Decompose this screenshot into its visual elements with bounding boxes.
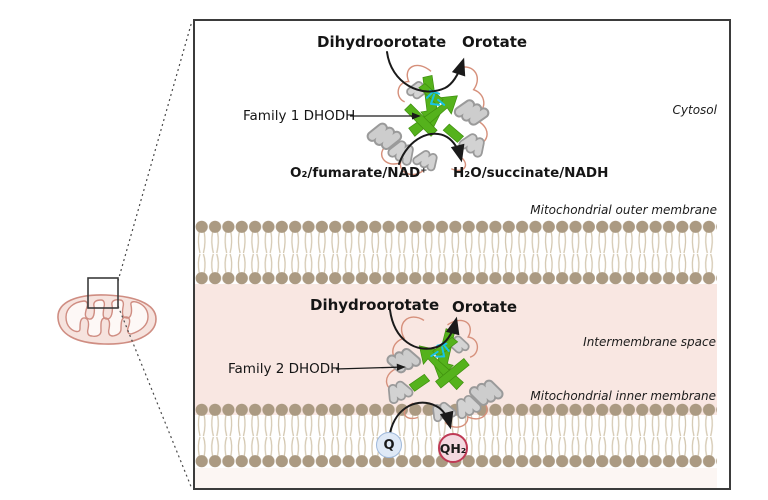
arrow-family1-cofactor — [398, 132, 465, 165]
family2-protein-label: Family 2 DHODH — [228, 361, 341, 377]
family1-protein-label: Family 1 DHODH — [243, 108, 356, 124]
family2-substrate-label: Dihydroorotate — [310, 296, 440, 314]
outer-membrane-label: Mitochondrial outer membrane — [530, 203, 717, 217]
quinol-badge: QH₂ — [438, 433, 468, 463]
quinone-label: Q — [383, 437, 395, 453]
intermembrane-space-label: Intermembrane space — [583, 335, 716, 349]
quinone-badge: Q — [376, 432, 402, 458]
zoom-connector-top — [117, 20, 193, 282]
family1-substrate-label: Dihydroorotate — [317, 33, 447, 51]
family1-cofactors-in-label: O₂/fumarate/NAD⁺ — [290, 165, 428, 181]
quinol-label: QH₂ — [439, 440, 467, 456]
mitochondrion-icon — [57, 294, 157, 345]
cytosol-label: Cytosol — [672, 103, 717, 117]
zoom-connector-bottom — [117, 305, 193, 490]
inner-membrane-label: Mitochondrial inner membrane — [530, 389, 716, 403]
zoom-region-box-icon — [87, 277, 119, 309]
zoom-panel: Dihydroorotate Orotate Family 1 DHODH O₂… — [193, 19, 731, 490]
protein-structure-family1 — [366, 64, 490, 176]
family2-product-label: Orotate — [452, 298, 518, 316]
arrow-family1-reaction — [386, 51, 466, 93]
outer-membrane-bilayer — [195, 220, 717, 285]
family1-cofactors-out-label: H₂O/succinate/NADH — [453, 165, 609, 181]
matrix-region — [195, 468, 717, 488]
family1-product-label: Orotate — [462, 33, 528, 51]
